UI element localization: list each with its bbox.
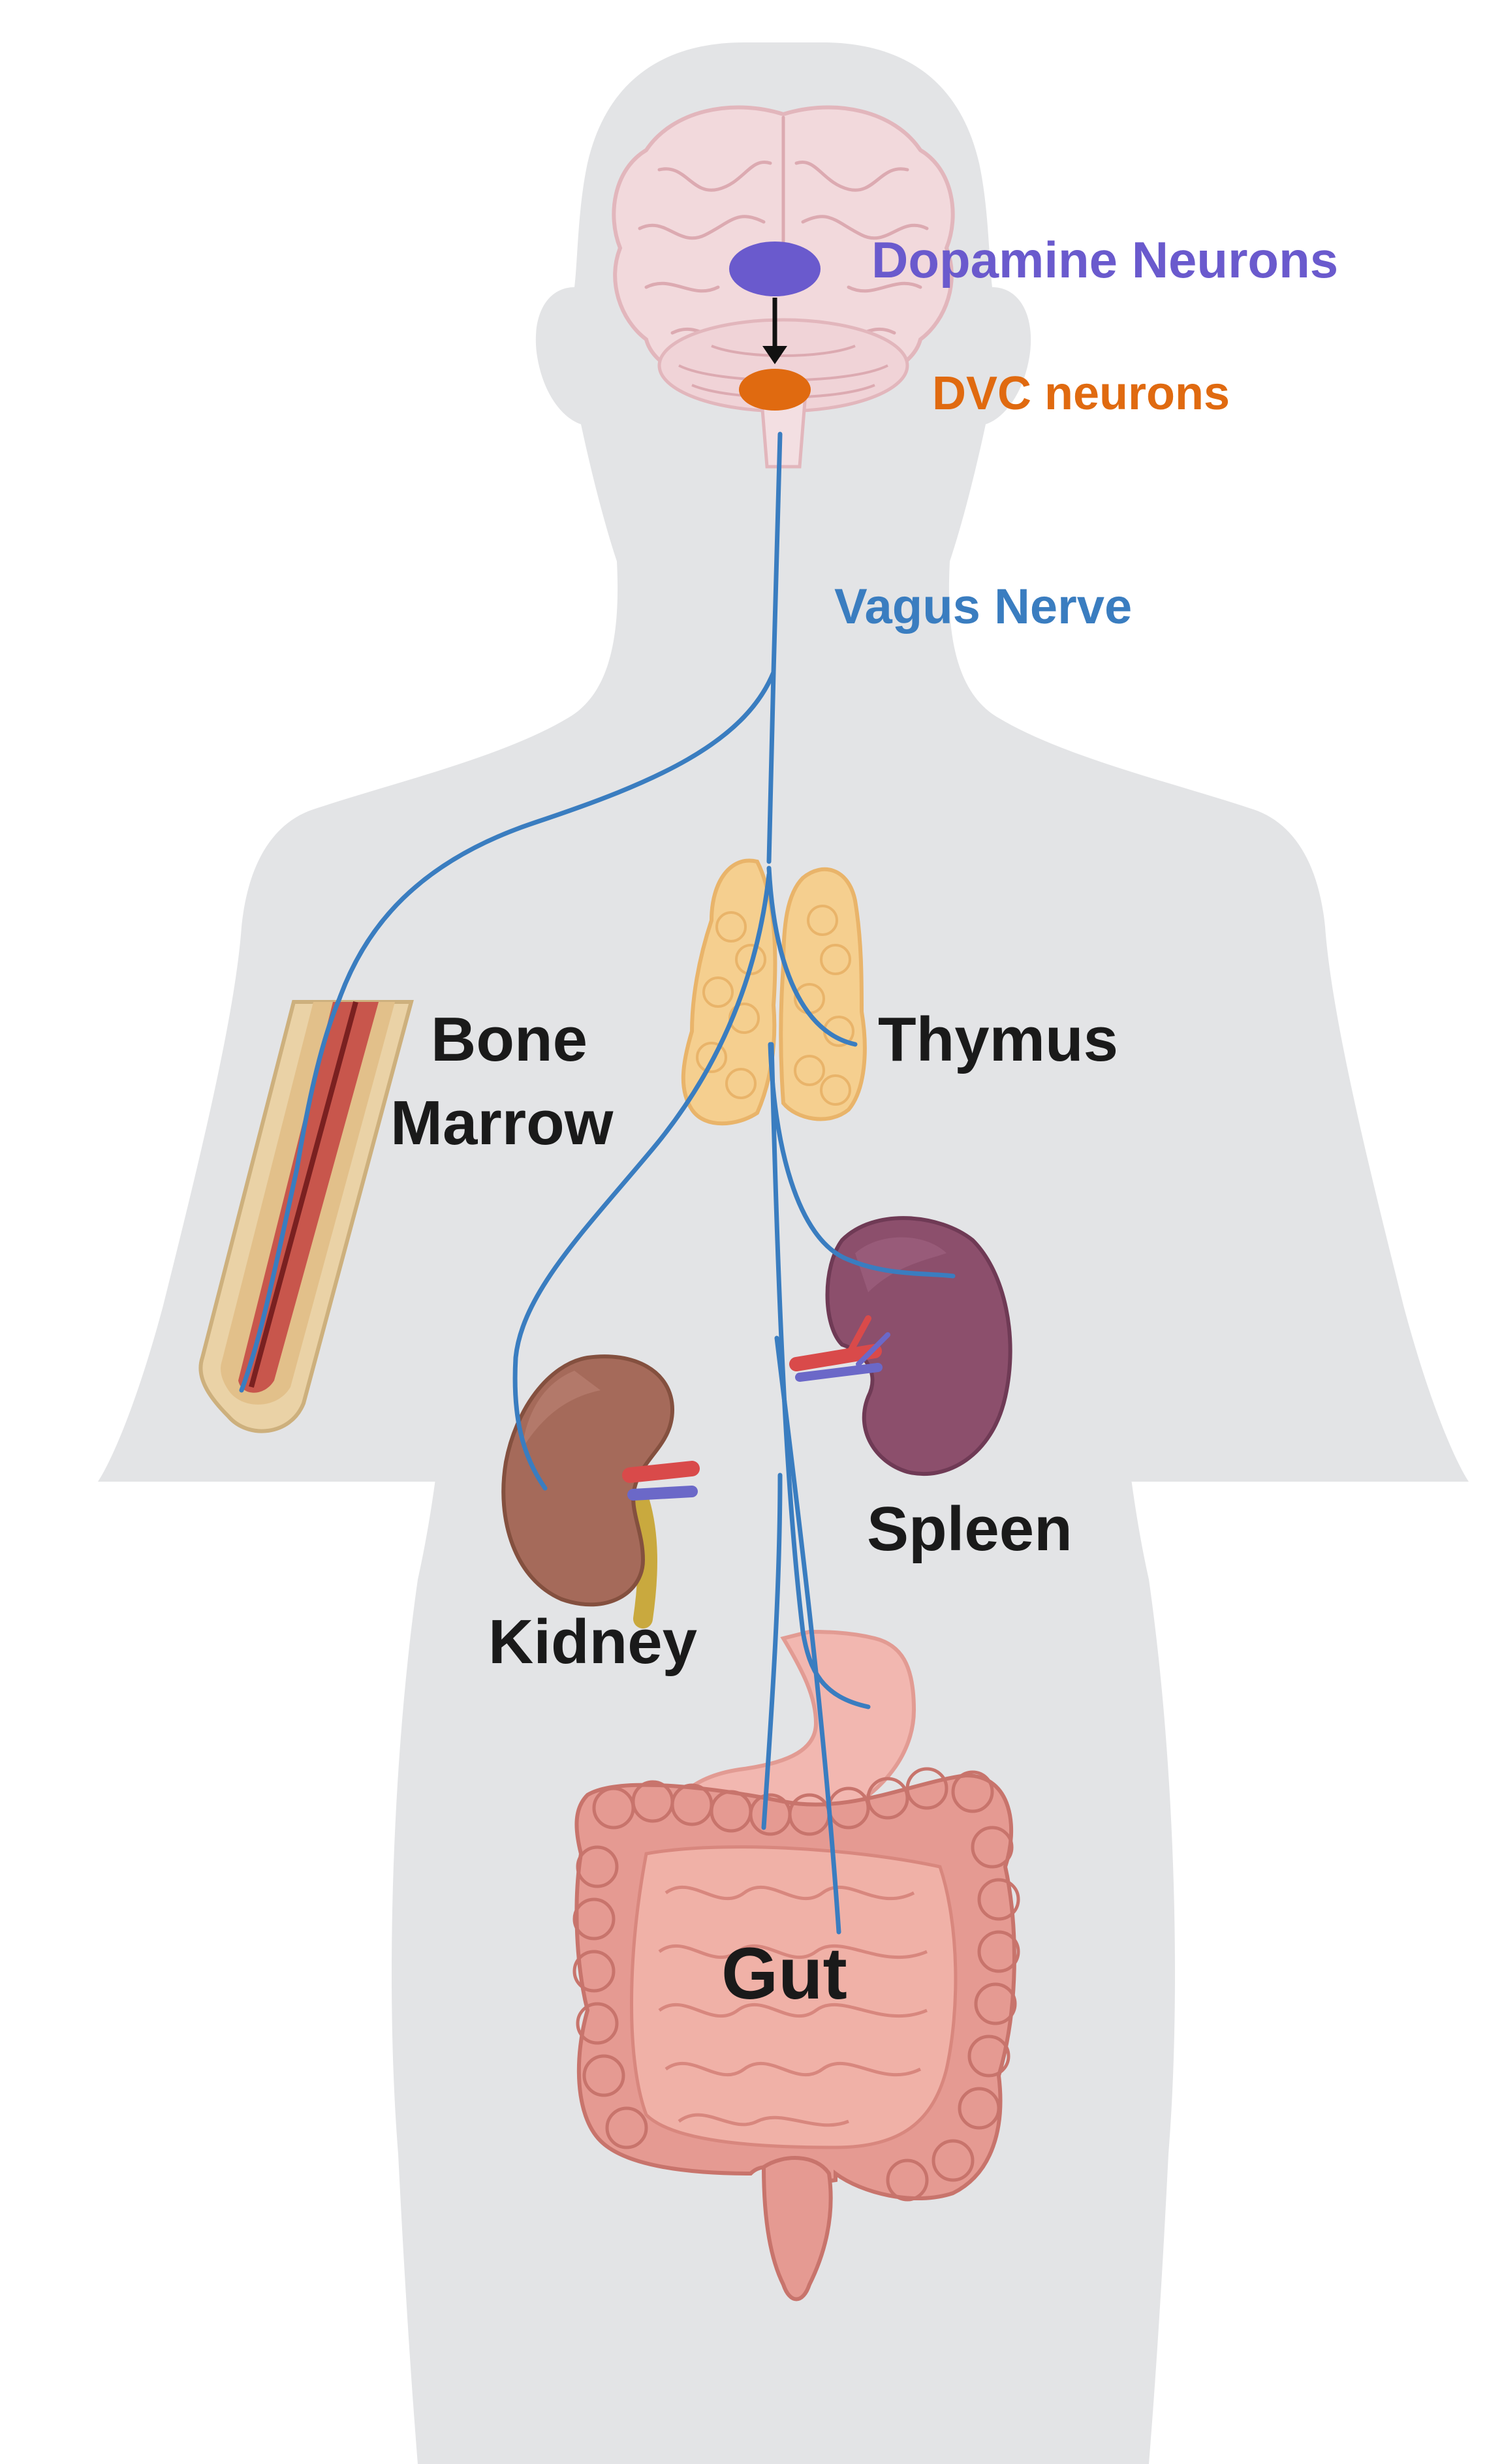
thymus-left-lobe [681, 858, 777, 1126]
spleen-label: Spleen [867, 1494, 1072, 1564]
vagus-branch-gut-right [774, 1335, 841, 1935]
intestines-illustration [572, 1767, 1020, 2301]
kidney-label: Kidney [488, 1607, 697, 1677]
dvc-neurons-marker [739, 369, 811, 411]
bone-marrow-core [238, 1002, 379, 1393]
ureter [630, 1491, 657, 1629]
thymus-label: Thymus [878, 1005, 1118, 1074]
intestine-loops [658, 1885, 928, 2127]
kidney-highlight [522, 1371, 601, 1449]
bone-marrow-label-line1: Bone [431, 1005, 587, 1074]
dopamine-neurons-marker [729, 242, 821, 296]
spleen-highlight [855, 1237, 947, 1292]
vagus-branch-spleen [768, 1042, 956, 1279]
bone-vessel [249, 1001, 358, 1388]
vagus-branch-kidney [512, 872, 772, 1491]
kidney-vessels [622, 1461, 700, 1501]
dvc-neurons-label: DVC neurons [932, 367, 1230, 420]
body-silhouette [98, 42, 1469, 1482]
gut-label: Gut [721, 1933, 847, 2014]
rectum [761, 2156, 833, 2301]
spleen-vessels [789, 1315, 890, 1382]
vagus-branch-bone-marrow [239, 670, 776, 1393]
vagus-branch-thymus [766, 866, 858, 1047]
kidney-illustration [501, 1354, 700, 1629]
colon-haustra [572, 1767, 1020, 2202]
arrow-head [762, 346, 787, 364]
brain-illustration [612, 105, 955, 469]
spleen-illustration [789, 1216, 1012, 1476]
bone-marrow-label-line2: Marrow [390, 1088, 614, 1158]
thymus-illustration [681, 858, 867, 1126]
vagus-branch-gut-left [761, 1473, 783, 1830]
vagus-branch-stomach [769, 1042, 871, 1709]
vagus-nerve-label: Vagus Nerve [834, 579, 1132, 634]
dopamine-neurons-label: Dopamine Neurons [871, 231, 1338, 289]
vagus-nerve [239, 431, 956, 1935]
bone-marrow-illustration [198, 1000, 414, 1433]
